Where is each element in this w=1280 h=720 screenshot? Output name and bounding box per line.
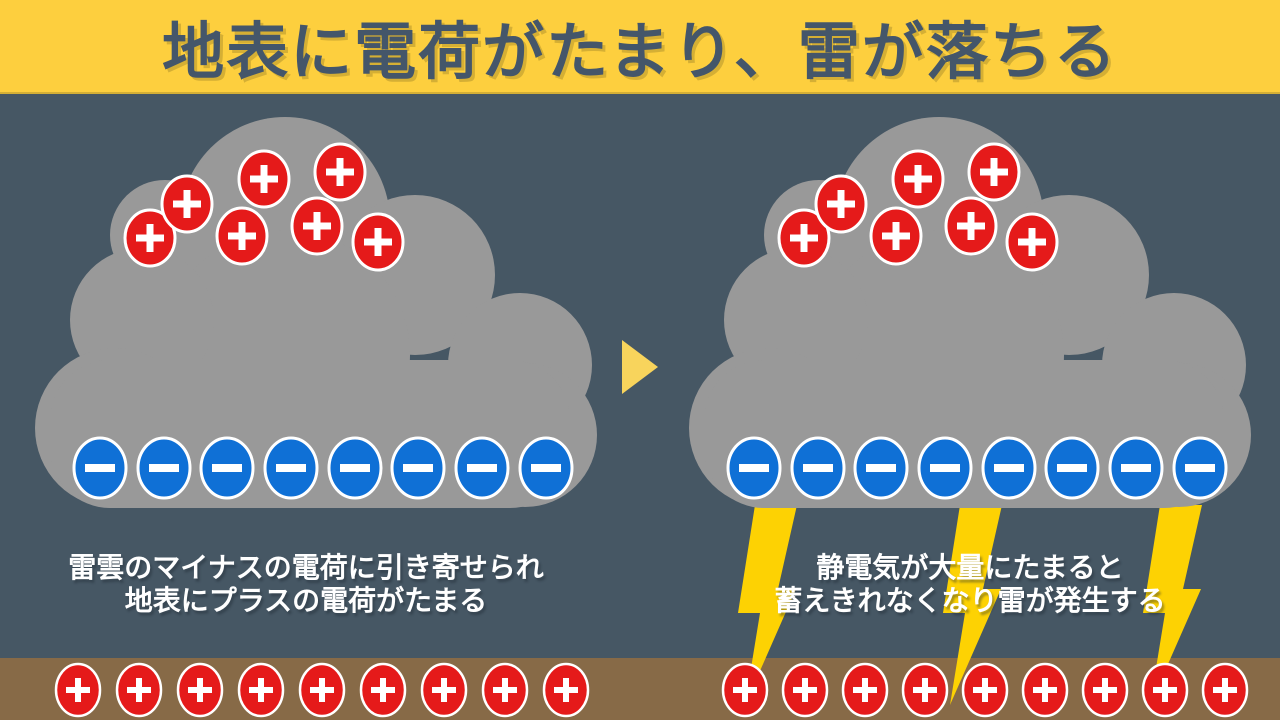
negative-charge-icon xyxy=(456,438,508,498)
negative-charge-icon xyxy=(74,438,126,498)
page-title: 地表に電荷がたまり、雷が落ちる xyxy=(162,18,1118,87)
positive-charge-icon xyxy=(217,208,267,264)
positive-charge-icon xyxy=(893,151,943,207)
caption-right-line2: 蓄えきれなくなり雷が発生する xyxy=(774,585,1166,616)
positive-charge-icon xyxy=(783,664,827,716)
positive-charge-icon xyxy=(239,151,289,207)
positive-charge-icon xyxy=(843,664,887,716)
ground-positive-charges-right xyxy=(723,664,1247,716)
positive-charge-icon xyxy=(963,664,1007,716)
positive-charge-icon xyxy=(300,664,344,716)
positive-charge-icon xyxy=(871,208,921,264)
negative-charge-icon xyxy=(392,438,444,498)
caption-right-line1: 静電気が大量にたまると xyxy=(816,552,1124,583)
caption-left-line2: 地表にプラスの電荷がたまる xyxy=(124,585,488,616)
positive-charge-icon xyxy=(56,664,100,716)
positive-charge-icon xyxy=(723,664,767,716)
positive-charge-icon xyxy=(292,198,342,254)
arrow-right-icon xyxy=(622,340,658,394)
title-banner: 地表に電荷がたまり、雷が落ちる xyxy=(0,0,1280,94)
positive-charge-icon xyxy=(483,664,527,716)
negative-charge-icon xyxy=(138,438,190,498)
positive-charge-icon xyxy=(239,664,283,716)
storm-cloud-left xyxy=(35,117,597,508)
positive-charge-icon xyxy=(903,664,947,716)
caption-right: 静電気が大量にたまると 蓄えきれなくなり雷が発生する xyxy=(694,551,1246,617)
positive-charge-icon xyxy=(1203,664,1247,716)
negative-charge-icon xyxy=(520,438,572,498)
positive-charge-icon xyxy=(422,664,466,716)
positive-charge-icon xyxy=(969,144,1019,200)
negative-charge-icon xyxy=(728,438,780,498)
positive-charge-icon xyxy=(162,176,212,232)
positive-charge-icon xyxy=(1143,664,1187,716)
negative-charge-icon xyxy=(1174,438,1226,498)
negative-charge-icon xyxy=(855,438,907,498)
negative-charge-icon xyxy=(265,438,317,498)
caption-left: 雷雲のマイナスの電荷に引き寄せられ 地表にプラスの電荷がたまる xyxy=(30,551,582,617)
positive-charge-icon xyxy=(946,198,996,254)
positive-charge-icon xyxy=(353,214,403,270)
positive-charge-icon xyxy=(816,176,866,232)
positive-charge-icon xyxy=(1083,664,1127,716)
positive-charge-icon xyxy=(544,664,588,716)
ground-positive-charges-left xyxy=(56,664,588,716)
positive-charge-icon xyxy=(117,664,161,716)
caption-left-line1: 雷雲のマイナスの電荷に引き寄せられ xyxy=(68,552,544,583)
positive-charge-icon xyxy=(178,664,222,716)
negative-charge-icon xyxy=(201,438,253,498)
negative-charge-icon xyxy=(919,438,971,498)
positive-charge-icon xyxy=(1023,664,1067,716)
positive-charge-icon xyxy=(315,144,365,200)
negative-charge-icon xyxy=(983,438,1035,498)
storm-cloud-right xyxy=(689,117,1251,508)
negative-charge-icon xyxy=(792,438,844,498)
negative-charge-icon xyxy=(1110,438,1162,498)
negative-charge-icon xyxy=(329,438,381,498)
positive-charge-icon xyxy=(1007,214,1057,270)
negative-charge-icon xyxy=(1046,438,1098,498)
positive-charge-icon xyxy=(361,664,405,716)
